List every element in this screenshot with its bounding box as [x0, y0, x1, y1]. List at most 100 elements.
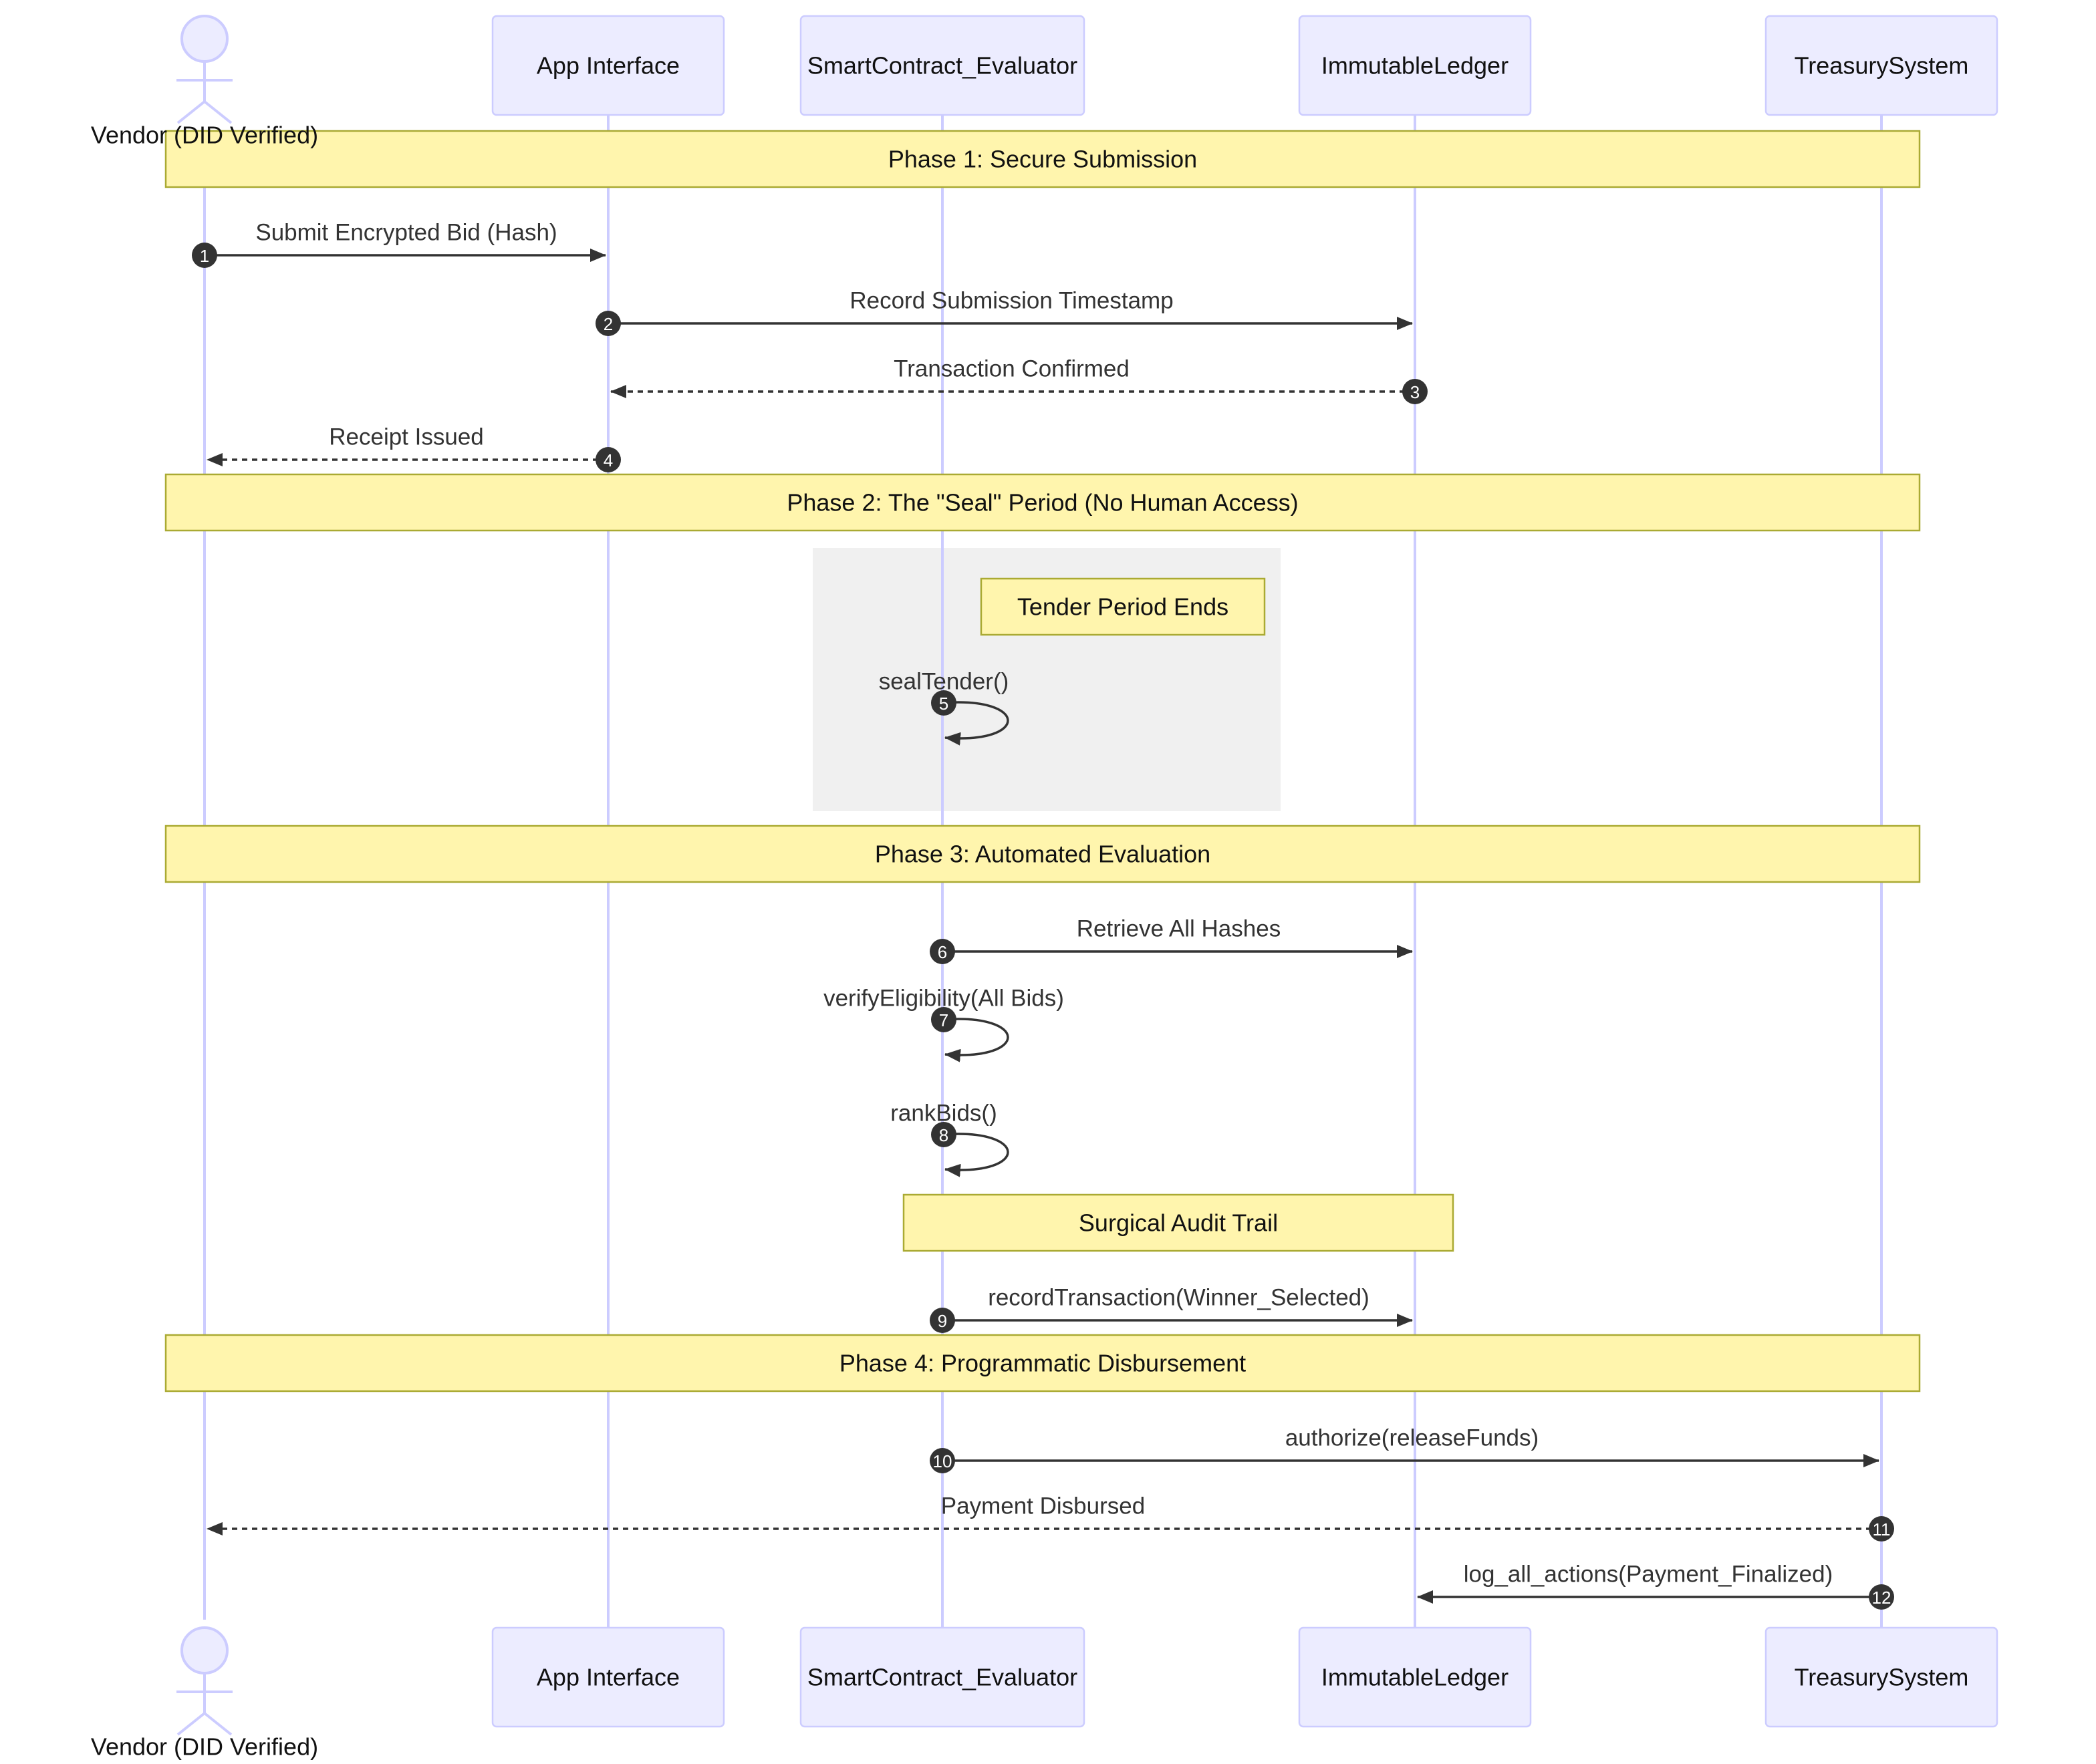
self-arrow — [942, 1133, 1009, 1177]
sequence-badge — [596, 447, 621, 472]
message-4: Receipt Issued 4 — [207, 424, 621, 472]
sequence-badge — [192, 243, 217, 268]
participant-ledger-bottom: ImmutableLedger — [1298, 1626, 1532, 1728]
message-label: Submit Encrypted Bid (Hash) — [255, 220, 557, 246]
sequence-number: 8 — [939, 1125, 948, 1145]
note-box — [980, 577, 1266, 636]
message-7: verifyEligibility(All Bids)7 — [823, 986, 1064, 1062]
participant-box — [491, 15, 725, 116]
sequence-badge — [931, 690, 956, 716]
participant-label-app: App Interface — [537, 52, 680, 80]
participant-box — [1764, 15, 1998, 116]
phase-note-box — [164, 473, 1921, 532]
note-label: Tender Period Ends — [1017, 593, 1228, 621]
note-2: Surgical Audit Trail — [902, 1193, 1454, 1252]
message-label: Transaction Confirmed — [894, 356, 1130, 382]
participant-label-ledger: ImmutableLedger — [1321, 52, 1509, 80]
actor-vendor-top: Vendor (DID Verified) — [91, 15, 318, 149]
self-arrow — [942, 701, 1009, 746]
participant-treasury-bottom: TreasurySystem — [1764, 1626, 1998, 1728]
actor-leg-left — [176, 100, 206, 124]
message-label: log_all_actions(Payment_Finalized) — [1464, 1562, 1833, 1588]
message-5: sealTender()5 — [879, 669, 1009, 746]
actor-vendor-bottom: Vendor (DID Verified) — [91, 1626, 318, 1761]
sequence-number: 11 — [1873, 1519, 1891, 1539]
participant-label-sc: SmartContract_Evaluator — [807, 1664, 1077, 1691]
participant-box — [491, 1626, 725, 1728]
sequence-number: 7 — [939, 1010, 948, 1030]
participant-label-treasury: TreasurySystem — [1795, 1664, 1969, 1691]
message-9: recordTransaction(Winner_Selected) 9 — [930, 1285, 1413, 1333]
sequence-number: 12 — [1872, 1588, 1891, 1608]
actor-label-vendor: Vendor (DID Verified) — [91, 122, 318, 149]
actor-leg-left — [176, 1712, 206, 1736]
actor-leg-right — [203, 1712, 233, 1736]
phase-note-1: Phase 1: Secure Submission — [164, 130, 1921, 188]
phase-note-box — [164, 130, 1921, 188]
sequence-badge — [596, 311, 621, 336]
message-label: recordTransaction(Winner_Selected) — [988, 1285, 1369, 1311]
phase-note-label: Phase 2: The "Seal" Period (No Human Acc… — [787, 489, 1298, 517]
actor-leg-right — [203, 100, 233, 124]
message-3: Transaction Confirmed 3 — [610, 356, 1428, 404]
message-label: Retrieve All Hashes — [1077, 916, 1281, 942]
phase-note-label: Phase 3: Automated Evaluation — [875, 841, 1210, 868]
participant-label-ledger: ImmutableLedger — [1321, 1664, 1509, 1691]
note-1: Tender Period Ends — [980, 577, 1266, 636]
phase-note-box — [164, 825, 1921, 883]
participant-box — [1298, 15, 1532, 116]
sequence-badge — [931, 1122, 956, 1147]
sequence-badge — [1869, 1516, 1894, 1541]
sequence-number: 2 — [604, 314, 613, 334]
participant-sc-bottom: SmartContract_Evaluator — [799, 1626, 1085, 1728]
message-6: Retrieve All Hashes 6 — [930, 916, 1413, 964]
participants-bottom: Vendor (DID Verified) App Interface SmartC… — [91, 1626, 1998, 1761]
participant-box — [1764, 1626, 1998, 1728]
participant-box — [799, 1626, 1085, 1728]
message-1: Submit Encrypted Bid (Hash) 1 — [192, 220, 606, 268]
message-2: Record Submission Timestamp 2 — [596, 288, 1413, 336]
message-label: authorize(releaseFunds) — [1285, 1425, 1539, 1451]
participant-label-app: App Interface — [537, 1664, 680, 1691]
sequence-badge — [931, 1007, 956, 1032]
participant-ledger-top: ImmutableLedger — [1298, 15, 1532, 116]
actor-head-icon — [180, 15, 229, 63]
message-11: Payment Disbursed 11 — [207, 1493, 1894, 1541]
message-10: authorize(releaseFunds) 10 — [930, 1425, 1879, 1473]
participant-app-top: App Interface — [491, 15, 725, 116]
phase-note-box — [164, 1334, 1921, 1392]
participant-box — [799, 15, 1085, 116]
participant-app-bottom: App Interface — [491, 1626, 725, 1728]
self-arrow — [942, 1018, 1009, 1062]
participant-sc-top: SmartContract_Evaluator — [799, 15, 1085, 116]
phase-note-label: Phase 1: Secure Submission — [888, 146, 1197, 173]
actor-label-vendor: Vendor (DID Verified) — [91, 1733, 318, 1761]
note-label: Surgical Audit Trail — [1079, 1209, 1278, 1237]
message-label: Receipt Issued — [329, 424, 484, 450]
phase-note-3: Phase 3: Automated Evaluation — [164, 825, 1921, 883]
message-label: Payment Disbursed — [941, 1493, 1145, 1519]
sequence-badge — [930, 939, 955, 964]
participant-treasury-top: TreasurySystem — [1764, 15, 1998, 116]
sequence-number: 6 — [938, 942, 947, 962]
participant-box — [1298, 1626, 1532, 1728]
actor-head-icon — [180, 1626, 229, 1674]
phase-note-label: Phase 4: Programmatic Disbursement — [839, 1350, 1246, 1377]
note-box — [902, 1193, 1454, 1252]
sequence-badge — [930, 1308, 955, 1333]
participants-top: Vendor (DID Verified) App Interface SmartC… — [91, 15, 1998, 149]
sequence-number: 3 — [1410, 382, 1420, 402]
sequence-number: 4 — [604, 450, 613, 470]
sequence-badge — [1869, 1584, 1894, 1610]
sequence-number: 10 — [933, 1451, 952, 1471]
message-label: Record Submission Timestamp — [849, 288, 1173, 314]
sequence-badge — [930, 1448, 955, 1473]
sequence-badge — [1402, 379, 1428, 404]
sequence-number: 9 — [938, 1311, 947, 1331]
sequence-number: 5 — [939, 694, 948, 714]
sequence-number: 1 — [200, 246, 209, 266]
